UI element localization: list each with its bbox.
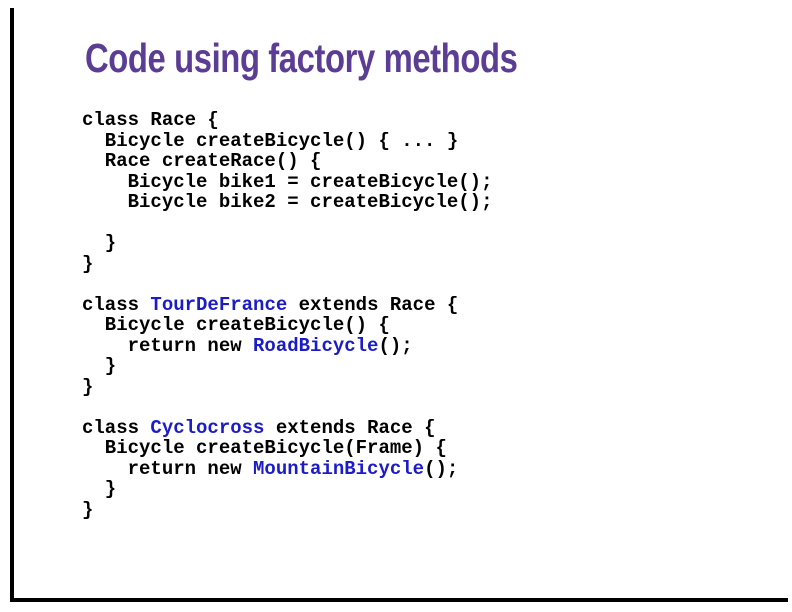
code-text: class — [82, 416, 151, 439]
slide-border-bottom — [10, 598, 788, 602]
slide-title: Code using factory methods — [85, 35, 518, 81]
code-keyword: RoadBicycle — [253, 334, 379, 357]
code-keyword: Cyclocross — [150, 416, 265, 439]
code-text: } — [82, 252, 94, 275]
code-keyword: MountainBicycle — [253, 457, 425, 480]
code-keyword: TourDeFrance — [150, 293, 288, 316]
code-text: return new — [82, 457, 254, 480]
code-text: extends Race { — [287, 293, 459, 316]
code-text: Bicycle createBicycle() { ... } — [82, 129, 459, 152]
code-text: (); — [378, 334, 413, 357]
code-text: (); — [424, 457, 459, 480]
code-text: Bicycle bike2 = createBicycle(); — [82, 191, 493, 213]
code-text: } — [82, 498, 94, 521]
code-block: class Race { Bicycle createBicycle() { .… — [82, 110, 492, 520]
code-text: extends Race { — [264, 416, 436, 439]
slide-border-left — [10, 8, 14, 602]
code-text: Bicycle bike1 = createBicycle(); — [82, 170, 493, 193]
code-text: class — [82, 293, 151, 316]
code-text: } — [82, 375, 94, 398]
code-text: return new — [82, 334, 254, 357]
code-text: } — [82, 355, 117, 377]
code-text: Race createRace() { — [82, 150, 322, 172]
code-text: Bicycle createBicycle(Frame) { — [82, 437, 447, 459]
code-text: } — [82, 232, 117, 254]
code-text: class Race { — [82, 109, 219, 131]
code-text: } — [82, 478, 117, 500]
code-text: Bicycle createBicycle() { — [82, 314, 390, 336]
